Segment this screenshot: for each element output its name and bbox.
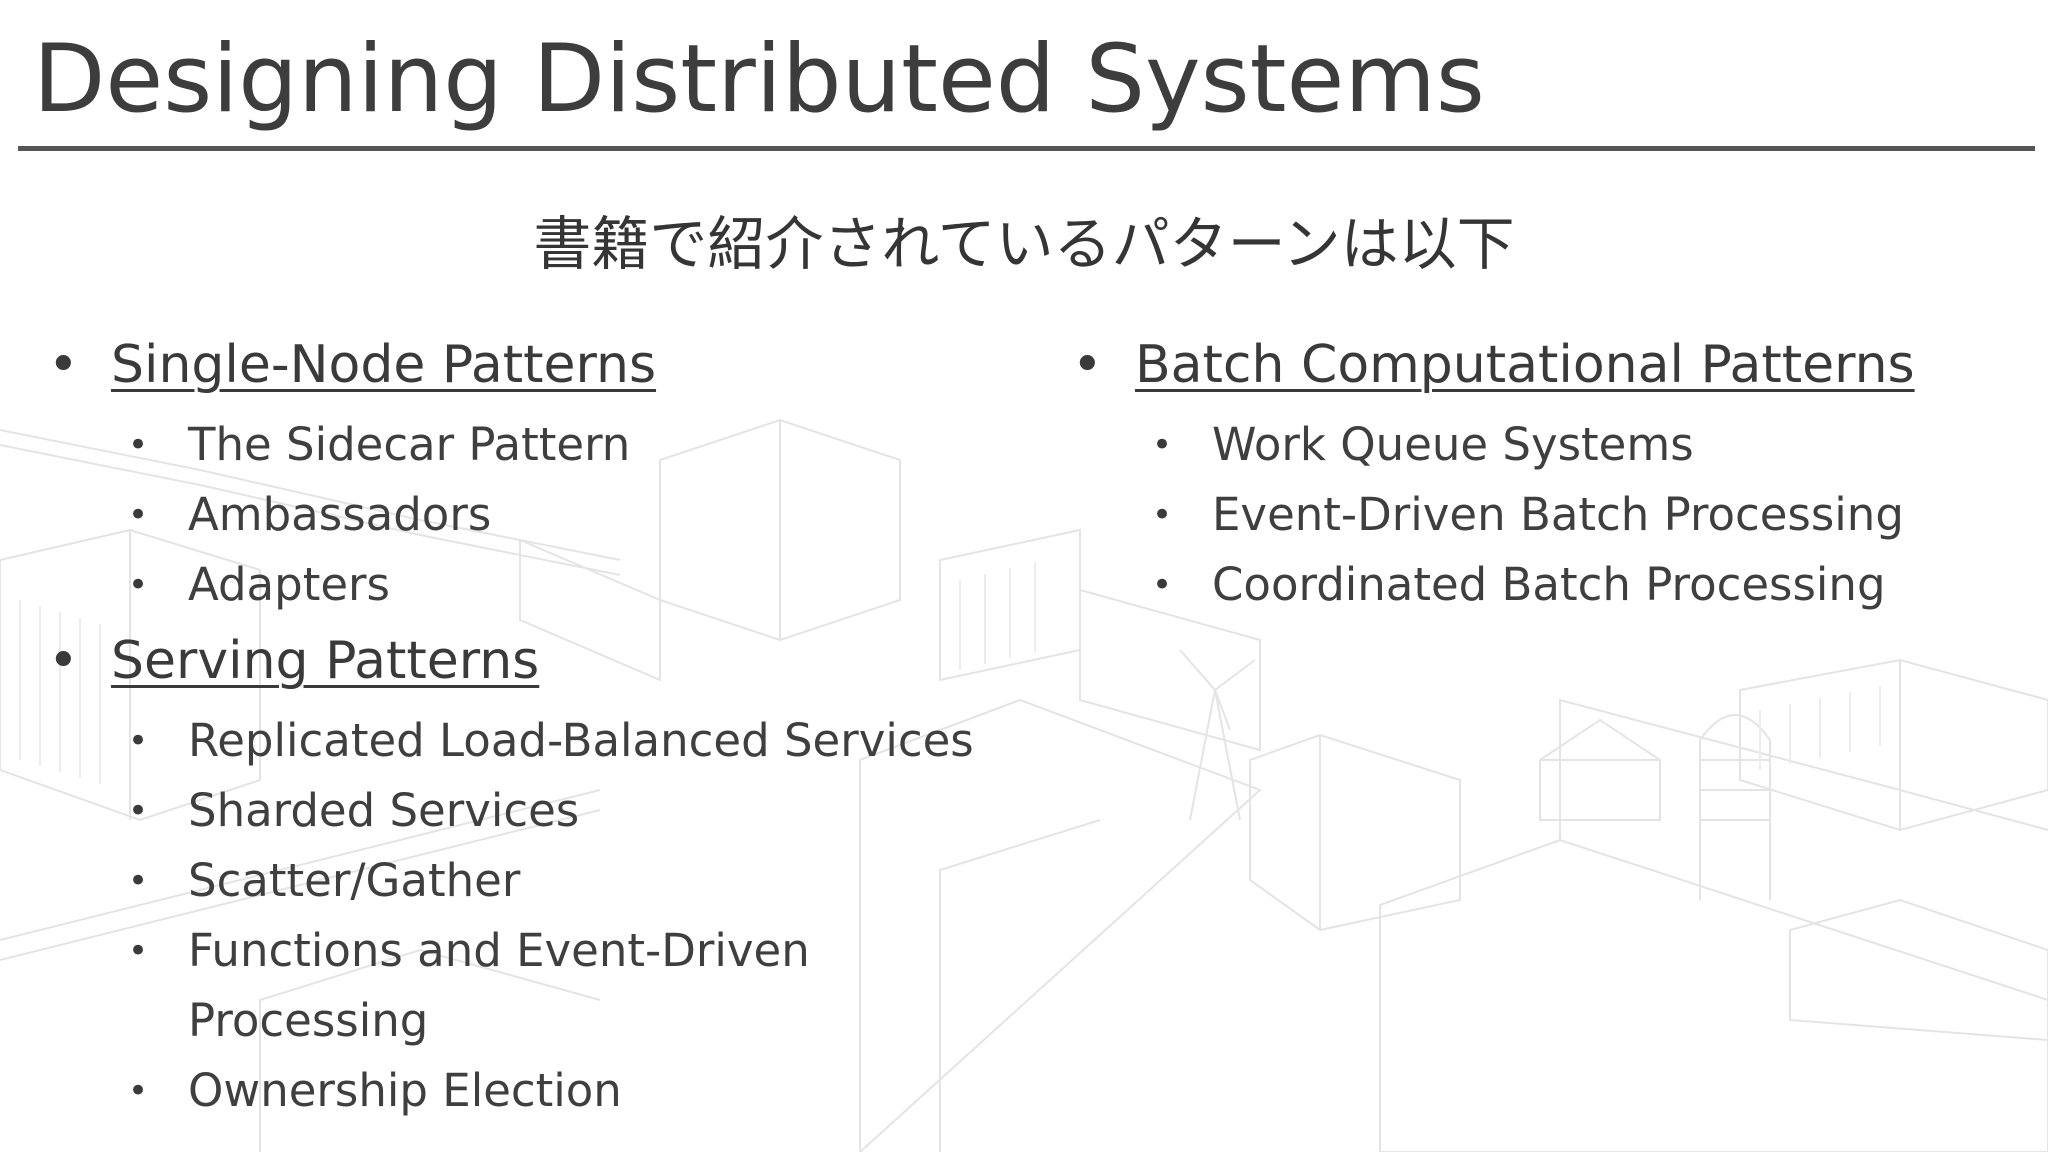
list-item-label: Scatter/Gather <box>188 854 521 907</box>
list-item-label: Sharded Services <box>188 784 580 837</box>
bullet-icon: • <box>127 495 149 535</box>
list-item: • Adapters <box>48 550 1028 620</box>
title-underline-rule <box>18 146 2035 151</box>
bullet-icon: • <box>1072 335 1103 395</box>
pattern-list: • The Sidecar Pattern • Ambassadors • Ad… <box>48 410 1028 620</box>
list-item-label: The Sidecar Pattern <box>188 418 631 471</box>
list-item: • Replicated Load-Balanced Services <box>48 706 1028 776</box>
bullet-icon: • <box>1151 495 1173 535</box>
list-item-label: Coordinated Batch Processing <box>1212 558 1886 611</box>
pattern-list: • Work Queue Systems • Event-Driven Batc… <box>1072 410 2032 620</box>
pattern-group-title: Single-Node Patterns <box>111 335 657 395</box>
pattern-list: • Replicated Load-Balanced Services • Sh… <box>48 706 1028 1126</box>
list-item: • Coordinated Batch Processing <box>1072 550 2032 620</box>
bullet-icon: • <box>127 791 149 831</box>
bullet-icon: • <box>127 565 149 605</box>
pattern-group-heading: • Batch Computational Patterns <box>1072 334 2032 396</box>
slide-title: Designing Distributed Systems <box>33 25 1485 134</box>
list-item: • Ownership Election <box>48 1056 1028 1126</box>
pattern-group-title: Batch Computational Patterns <box>1135 335 1915 395</box>
list-item: • Functions and Event-Driven Processing <box>48 916 1028 1056</box>
bullet-icon: • <box>48 631 79 691</box>
right-column: • Batch Computational Patterns • Work Qu… <box>1072 334 2032 620</box>
list-item-label: Ownership Election <box>188 1064 622 1117</box>
list-item: • Sharded Services <box>48 776 1028 846</box>
slide-subtitle: 書籍で紹介されているパターンは以下 <box>533 210 1515 278</box>
list-item-label: Event-Driven Batch Processing <box>1212 488 1904 541</box>
bullet-icon: • <box>127 1071 149 1111</box>
list-item: • Ambassadors <box>48 480 1028 550</box>
bullet-icon: • <box>1151 425 1173 465</box>
list-item: • Scatter/Gather <box>48 846 1028 916</box>
pattern-group-single-node: • Single-Node Patterns • The Sidecar Pat… <box>48 334 1028 620</box>
list-item-label: Ambassadors <box>188 488 492 541</box>
pattern-group-heading: • Single-Node Patterns <box>48 334 1028 396</box>
bullet-icon: • <box>127 425 149 465</box>
bullet-icon: • <box>127 721 149 761</box>
bullet-icon: • <box>48 335 79 395</box>
list-item-label: Functions and Event-Driven Processing <box>188 924 810 1047</box>
list-item-label: Work Queue Systems <box>1212 418 1694 471</box>
pattern-group-batch: • Batch Computational Patterns • Work Qu… <box>1072 334 2032 620</box>
pattern-group-heading: • Serving Patterns <box>48 630 1028 692</box>
left-column: • Single-Node Patterns • The Sidecar Pat… <box>48 334 1028 1126</box>
bullet-icon: • <box>1151 565 1173 605</box>
list-item-label: Adapters <box>188 558 390 611</box>
bullet-icon: • <box>127 861 149 901</box>
list-item: • The Sidecar Pattern <box>48 410 1028 480</box>
pattern-group-serving: • Serving Patterns • Replicated Load-Bal… <box>48 630 1028 1126</box>
pattern-group-title: Serving Patterns <box>111 631 540 691</box>
list-item: • Work Queue Systems <box>1072 410 2032 480</box>
list-item: • Event-Driven Batch Processing <box>1072 480 2032 550</box>
list-item-label: Replicated Load-Balanced Services <box>188 714 974 767</box>
bullet-icon: • <box>127 931 149 971</box>
